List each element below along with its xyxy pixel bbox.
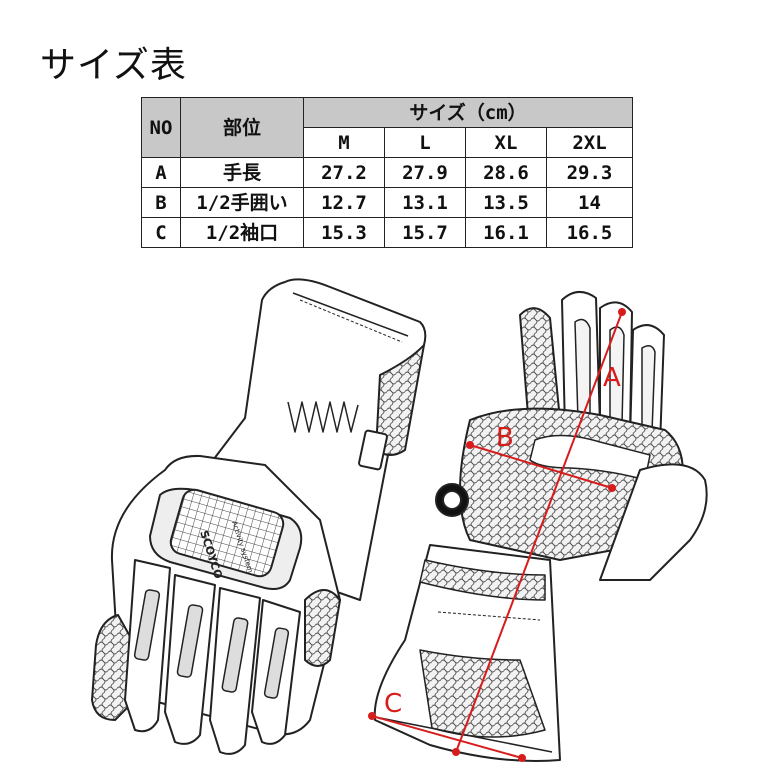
row-no: C: [141, 217, 181, 248]
finger-guard: [176, 604, 204, 678]
table-subheader-row: M L XL 2XL: [142, 127, 633, 158]
header-size: L: [384, 127, 466, 158]
finger-guard: [221, 617, 249, 693]
measure-line-b: [469, 444, 613, 489]
knuckle-grid: [169, 488, 285, 578]
measure-dot: [618, 308, 626, 316]
header-size-group: サイズ（cm）: [303, 97, 633, 128]
cell-value: 27.9: [384, 157, 466, 188]
header-no: NO: [141, 97, 181, 158]
header-size: 2XL: [546, 127, 633, 158]
cell-value: 16.1: [465, 217, 547, 248]
page-title: サイズ表: [40, 45, 187, 86]
label-a: A: [603, 363, 621, 393]
cell-value: 29.3: [546, 157, 633, 188]
thumb: [599, 463, 708, 581]
label-b: B: [496, 423, 514, 453]
table-row: C 1/2袖口 15.3 15.7 16.1 16.5: [141, 217, 633, 248]
cell-value: 14: [546, 187, 633, 218]
side-mesh: [304, 589, 341, 667]
header-part: 部位: [180, 97, 304, 158]
table-row: A 手長 27.2 27.9 28.6 29.3: [141, 157, 633, 188]
table-row: B 1/2手囲い 12.7 13.1 13.5 14: [141, 187, 633, 218]
wrist-mesh: [419, 559, 546, 601]
thumb-mesh: [91, 614, 133, 721]
finger-guard: [133, 589, 161, 661]
row-part: 手長: [180, 157, 304, 188]
stretch-zigzag: [287, 401, 359, 433]
left-glove: [91, 278, 427, 755]
measure-dot: [368, 712, 376, 720]
measure-dot: [518, 754, 526, 762]
measure-dot: [452, 748, 460, 756]
measure-dot: [608, 484, 616, 492]
finger-guard: [263, 627, 290, 699]
measure-dot: [466, 441, 474, 449]
table-header-row: NO 部位 サイズ（cm）: [141, 97, 633, 158]
size-table: NO 部位 サイズ（cm） M L XL 2XL A 手長 27.2 27.9 …: [141, 97, 633, 248]
strap-buckle: [358, 429, 388, 471]
measure-line-a: [455, 311, 623, 753]
cell-value: 27.2: [303, 157, 385, 188]
measure-line-c: [371, 715, 523, 759]
cell-value: 15.3: [303, 217, 385, 248]
row-part: 1/2手囲い: [180, 187, 304, 218]
label-c: C: [384, 689, 402, 719]
measure-lines: [368, 308, 626, 762]
header-size: XL: [465, 127, 547, 158]
row-part: 1/2袖口: [180, 217, 304, 248]
finger: [519, 307, 561, 441]
palm-panel: [529, 434, 651, 481]
cell-value: 16.5: [546, 217, 633, 248]
